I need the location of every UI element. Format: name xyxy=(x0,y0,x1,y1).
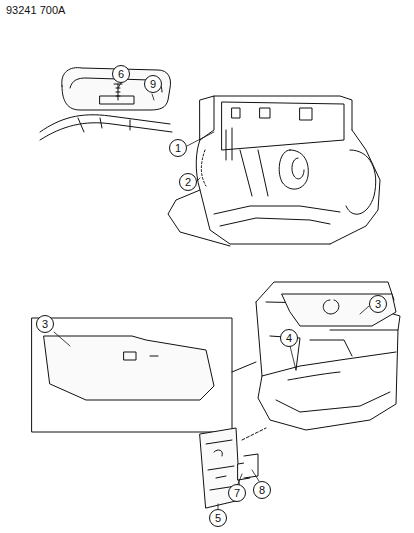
callout-circle: 5 xyxy=(209,509,227,527)
trunk-compartment xyxy=(168,96,380,246)
inset-box xyxy=(32,318,256,432)
callout-number: 3 xyxy=(375,299,381,310)
callout-number: 1 xyxy=(175,143,181,154)
callout-circle: 6 xyxy=(112,65,130,83)
callout-circle: 2 xyxy=(179,173,197,191)
trim-panel xyxy=(40,68,172,140)
callout-number: 3 xyxy=(42,319,48,330)
callout-circle: 9 xyxy=(144,75,162,93)
callout-number: 5 xyxy=(215,513,221,524)
figure-number: 93241 700A xyxy=(6,4,65,16)
callout-number: 6 xyxy=(118,69,124,80)
callout-circle: 3 xyxy=(369,295,387,313)
leader-lines xyxy=(54,83,369,509)
screw xyxy=(114,84,122,100)
callout-circle: 3 xyxy=(36,315,54,333)
callout-number: 7 xyxy=(234,488,240,499)
callout-circle: 8 xyxy=(253,481,271,499)
callout-circle: 7 xyxy=(228,484,246,502)
callout-circle: 1 xyxy=(169,139,187,157)
trunk-mat xyxy=(282,294,396,326)
callout-number: 9 xyxy=(150,79,156,90)
callout-circle: 4 xyxy=(280,329,298,347)
callout-number: 8 xyxy=(259,485,265,496)
trunk-lower xyxy=(256,282,400,430)
callout-number: 2 xyxy=(185,177,191,188)
callout-number: 4 xyxy=(286,333,292,344)
